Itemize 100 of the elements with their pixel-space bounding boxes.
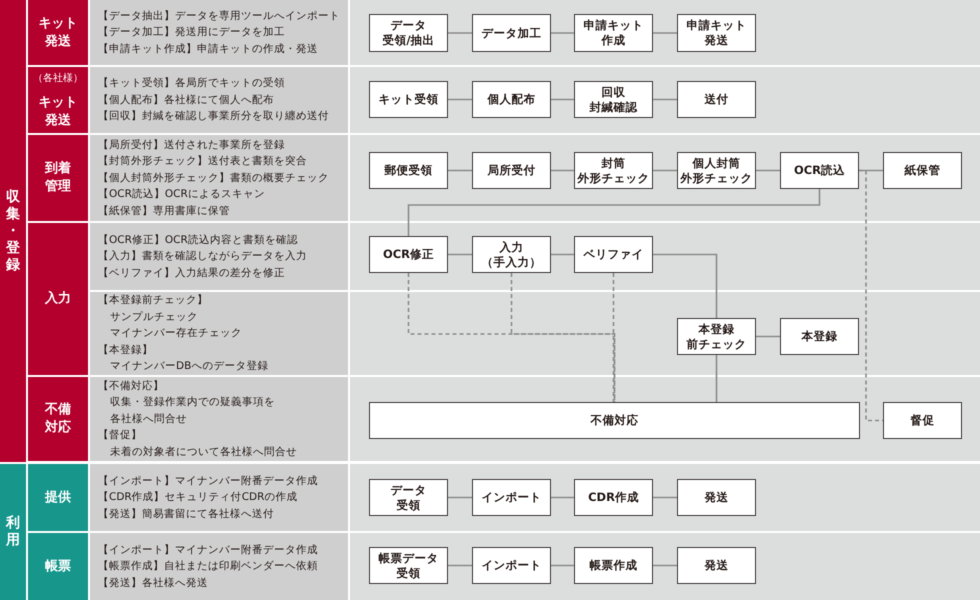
connector-line	[448, 170, 472, 172]
description-text: 【発送】各社様へ発送	[98, 576, 209, 591]
connector-line	[551, 32, 574, 34]
connector-line	[448, 496, 472, 498]
process-box: 申請キット発送	[677, 14, 756, 52]
connector-line	[653, 32, 677, 34]
process-box: 帳票データ受領	[369, 547, 448, 584]
connector-line	[551, 98, 574, 100]
connector-line	[551, 564, 574, 566]
description-text: 【個人封筒外形チェック】書類の概要チェック	[98, 170, 330, 186]
connector-line	[448, 32, 472, 34]
lane-header: 提供	[28, 464, 88, 531]
description-text: 【不備対応】	[98, 378, 165, 394]
process-box: 本登録	[780, 318, 859, 355]
lane-header: 不備対応	[28, 377, 88, 461]
description-text: 【本登録】	[98, 342, 154, 358]
description-text: 【ベリファイ】入力結果の差分を修正	[98, 266, 286, 281]
description-text: 【データ抽出】データを専用ツールへインポート	[98, 8, 341, 24]
process-box: インポート	[472, 547, 551, 584]
connector-line	[408, 273, 616, 402]
process-box: データ受領	[369, 479, 448, 516]
process-box: ベリファイ	[574, 236, 653, 273]
process-box: 本登録前チェック	[677, 318, 756, 355]
process-box: 個人封筒外形チェック	[677, 152, 756, 189]
process-box: キット受領	[369, 81, 448, 118]
lane-header: 到着管理	[28, 135, 88, 221]
connector-line	[551, 496, 574, 498]
connector-line	[551, 170, 574, 172]
description-panel	[90, 0, 348, 65]
process-box: 発送	[677, 547, 756, 584]
connector-line	[653, 496, 677, 498]
description-text: 【紙保管】専用書庫に保管	[98, 204, 231, 219]
description-text: 【封筒外形チェック】送付表と書類を突合	[98, 154, 308, 170]
connector-line	[859, 170, 883, 422]
connector-line	[612, 273, 614, 402]
description-panel	[90, 464, 348, 531]
connector-line	[716, 355, 718, 402]
description-text: 【CDR作成】セキュリティ付CDRの作成	[98, 490, 298, 506]
connector-line	[653, 254, 718, 318]
connector-line	[551, 254, 574, 256]
process-box: インポート	[472, 479, 551, 516]
description-panel	[90, 223, 348, 290]
process-box: 入力（手入力）	[472, 236, 551, 273]
process-box: 帳票作成	[574, 547, 653, 584]
process-box: 申請キット作成	[574, 14, 653, 52]
process-box: 個人配布	[472, 81, 551, 118]
lane-header: キット発送	[28, 0, 88, 65]
connector-line	[448, 564, 472, 566]
process-box: 不備対応	[369, 402, 860, 439]
process-box: 発送	[677, 479, 756, 516]
description-text: 【OCR修正】OCR読込内容と書類を確認	[98, 232, 299, 248]
connector-line	[653, 564, 677, 566]
description-text: 【督促】	[98, 428, 143, 444]
process-box: OCR修正	[369, 236, 448, 273]
description-text: マイナンバーDBへのデータ登録	[109, 359, 270, 374]
description-panel	[90, 135, 348, 221]
process-box: 局所受付	[472, 152, 551, 189]
lane-header	[28, 67, 88, 133]
description-text: 収集・登録作業内での疑義事項を各社様へ問合せ	[109, 395, 276, 427]
category-bar: 利用	[0, 464, 26, 600]
connector-line	[448, 98, 472, 100]
category-bar: 収集・登録	[0, 0, 26, 462]
description-panel	[90, 533, 348, 600]
description-text: 【入力】書類を確認しながらデータを入力	[98, 249, 308, 264]
process-box: OCR読込	[780, 152, 859, 189]
description-panel	[90, 67, 348, 133]
process-box: 紙保管	[883, 152, 962, 189]
description-text: マイナンバー存在チェック	[109, 326, 243, 342]
description-text: 【OCR読込】OCRによるスキャン	[98, 187, 266, 202]
description-text: 【インポート】マイナンバー附番データ作成	[98, 542, 319, 558]
header-text: キット発送	[38, 94, 78, 130]
process-box: 回収封緘確認	[574, 81, 653, 118]
description-text: 【本登録前チェック】	[98, 293, 209, 308]
description-text: 【発送】簡易書留にて各社様へ送付	[98, 506, 275, 522]
description-text: 【個人配布】各社様にて個人へ配布	[98, 92, 275, 108]
connector-line	[653, 170, 677, 172]
lane-header: 帳票	[28, 533, 88, 600]
description-text: 未着の対象者について各社様へ問合せ	[109, 444, 298, 460]
process-box: 督促	[883, 402, 962, 439]
process-box: データ加工	[472, 14, 551, 52]
description-text: 【キット受領】各局所でキットの受領	[98, 76, 286, 92]
process-box: CDR作成	[574, 479, 653, 516]
description-panel	[90, 292, 348, 375]
lane-header: 入力	[28, 223, 88, 375]
connector-line	[756, 336, 780, 338]
connector-line	[756, 170, 780, 172]
header-text: （各社様）	[33, 72, 83, 86]
description-text: 【局所受付】送付された事業所を登録	[98, 138, 286, 153]
connector-line	[510, 273, 616, 402]
connector-line	[448, 254, 472, 256]
description-text: サンプルチェック	[109, 310, 199, 325]
description-text: 【回収】封緘を確認し事業所分を取り纏め送付	[98, 109, 330, 124]
description-text: 【インポート】マイナンバー附番データ作成	[98, 474, 319, 489]
description-text: 【申請キット作成】申請キットの作成・発送	[98, 42, 319, 57]
connector-line	[653, 98, 677, 100]
description-text: 【データ加工】発送用にデータを加工	[98, 25, 286, 40]
process-box: データ受領/抽出	[369, 14, 448, 52]
process-box: 封筒外形チェック	[574, 152, 653, 189]
description-panel	[90, 377, 348, 461]
connector-line	[408, 189, 820, 236]
